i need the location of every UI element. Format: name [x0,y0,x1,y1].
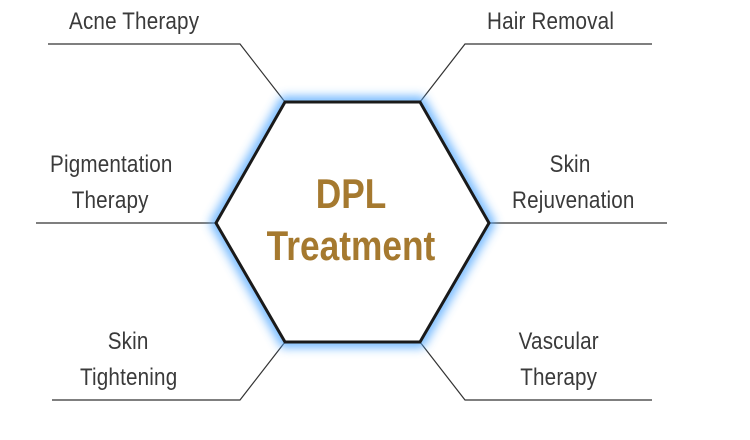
label-vascular-line1: Vascular [518,328,599,355]
label-skin-tightening: Skin Tightening [80,324,178,396]
center-title-line2: Treatment [266,222,436,269]
label-vascular-line2: Therapy [520,364,598,391]
connector-hair [419,43,652,103]
label-pigmentation-line1: Pigmentation [50,151,173,178]
connector-lines [36,43,667,401]
connector-tightening [52,341,286,401]
label-pigmentation-line2: Therapy [71,187,149,214]
label-rejuvenation-line1: Skin [549,151,591,178]
hexagon [214,100,491,344]
label-acne-therapy: Acne Therapy [69,8,200,35]
connector-vascular [419,341,652,401]
connector-acne [48,43,286,103]
label-rejuvenation-line2: Rejuvenation [512,187,635,214]
label-skin-rejuvenation: Skin Rejuvenation [512,147,635,219]
label-pigmentation-therapy: Pigmentation Therapy [50,147,173,219]
center-title-line1: DPL [315,170,387,217]
label-tightening-line2: Tightening [80,364,178,391]
label-vascular-therapy: Vascular Therapy [514,324,603,396]
label-tightening-line1: Skin [107,328,149,355]
center-title: DPL Treatment [237,168,465,272]
label-hair-removal: Hair Removal [487,8,615,35]
